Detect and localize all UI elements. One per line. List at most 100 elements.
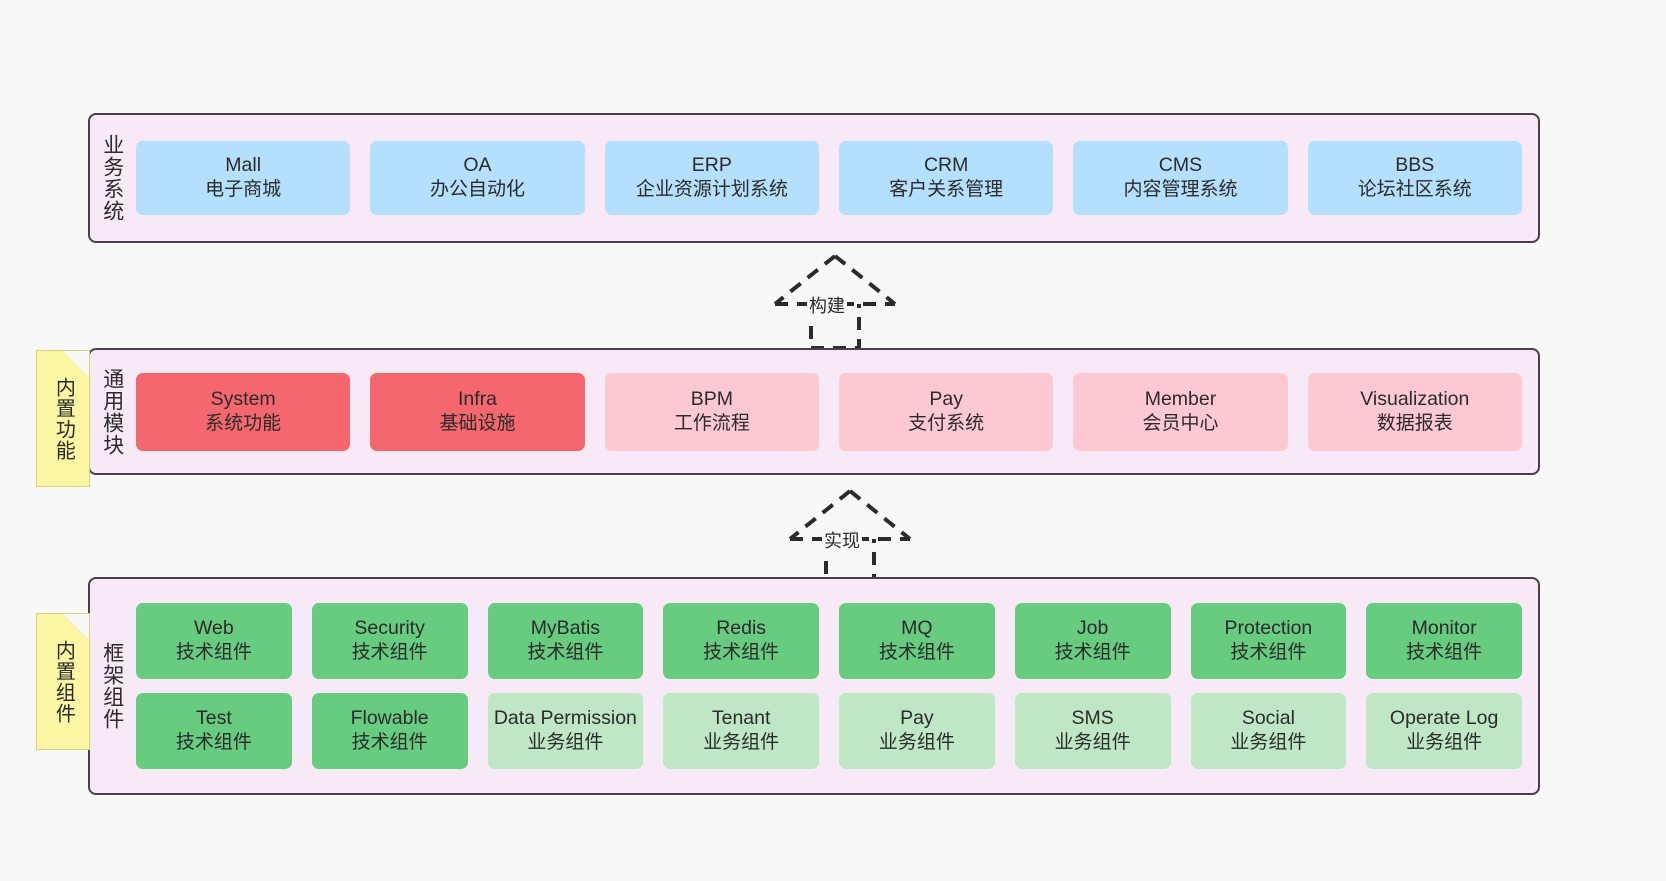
card-title: OA — [463, 154, 492, 177]
card-subtitle: 技术组件 — [703, 642, 780, 664]
card-subtitle: 技术组件 — [175, 732, 252, 754]
note-built-in-functions: 内置功能 — [36, 350, 90, 487]
card-title: Web — [194, 617, 234, 640]
connector-implement: 实现 — [760, 487, 940, 587]
card-subtitle: 工作流程 — [673, 412, 750, 434]
card-title: Pay — [929, 387, 963, 410]
card-subtitle: 业务组件 — [527, 732, 604, 754]
card-title: Flowable — [350, 707, 429, 730]
card-title: CRM — [923, 154, 969, 177]
card-subtitle: 技术组件 — [527, 642, 604, 664]
card-title: CMS — [1158, 154, 1203, 177]
card-title: Infra — [457, 387, 497, 410]
note-built-in-functions-label: 内置功能 — [52, 376, 75, 461]
card-title: Pay — [900, 707, 934, 730]
card-subtitle: 技术组件 — [351, 732, 428, 754]
card-title: BPM — [690, 387, 733, 410]
card-subtitle: 技术组件 — [1406, 642, 1483, 664]
card-title: Member — [1144, 387, 1217, 410]
card-subtitle: 客户关系管理 — [889, 179, 1004, 201]
card-subtitle: 企业资源计划系统 — [635, 179, 788, 201]
card-subtitle: 技术组件 — [1230, 642, 1307, 664]
card-subtitle: 内容管理系统 — [1123, 179, 1238, 201]
card-subtitle: 技术组件 — [351, 642, 428, 664]
layer-title-common-modules: 通用模块 — [100, 367, 124, 456]
card-subtitle: 数据报表 — [1376, 412, 1453, 434]
card-title: Redis — [716, 617, 767, 640]
note-built-in-components: 内置组件 — [36, 613, 90, 750]
card-title: Visualization — [1360, 387, 1470, 410]
card-subtitle: 技术组件 — [175, 642, 252, 664]
card-title: Test — [195, 707, 232, 730]
card-title: SMS — [1071, 707, 1114, 730]
card-subtitle: 会员中心 — [1142, 412, 1219, 434]
card-subtitle: 业务组件 — [1406, 732, 1483, 754]
card-subtitle: 业务组件 — [703, 732, 780, 754]
card-title: Tenant — [711, 707, 771, 730]
card-title: BBS — [1395, 154, 1435, 177]
card-subtitle: 技术组件 — [1054, 642, 1131, 664]
card-title: Monitor — [1411, 617, 1477, 640]
card-title: MQ — [901, 617, 933, 640]
card-subtitle: 技术组件 — [878, 642, 955, 664]
card-title: Data Permission — [493, 707, 637, 730]
card-title: System — [210, 387, 276, 410]
card-subtitle: 业务组件 — [1230, 732, 1307, 754]
connector-build: 构建 — [745, 252, 925, 352]
card-title: ERP — [691, 154, 732, 177]
card-subtitle: 业务组件 — [878, 732, 955, 754]
card-title: Social — [1241, 707, 1295, 730]
card-subtitle: 业务组件 — [1054, 732, 1131, 754]
card-title: Mall — [225, 154, 262, 177]
note-built-in-components-label: 内置组件 — [52, 639, 75, 724]
card-title: Protection — [1224, 617, 1313, 640]
layer-title-framework-components: 框架组件 — [100, 642, 124, 730]
card-subtitle: 系统功能 — [205, 412, 282, 434]
card-title: MyBatis — [530, 617, 601, 640]
layer-title-business-systems: 业务系统 — [100, 134, 124, 222]
card-subtitle: 支付系统 — [908, 412, 985, 434]
card-title: Job — [1076, 617, 1109, 640]
card-subtitle: 电子商城 — [205, 179, 282, 201]
card-title: Security — [354, 617, 425, 640]
connector-build-label: 构建 — [807, 292, 847, 318]
